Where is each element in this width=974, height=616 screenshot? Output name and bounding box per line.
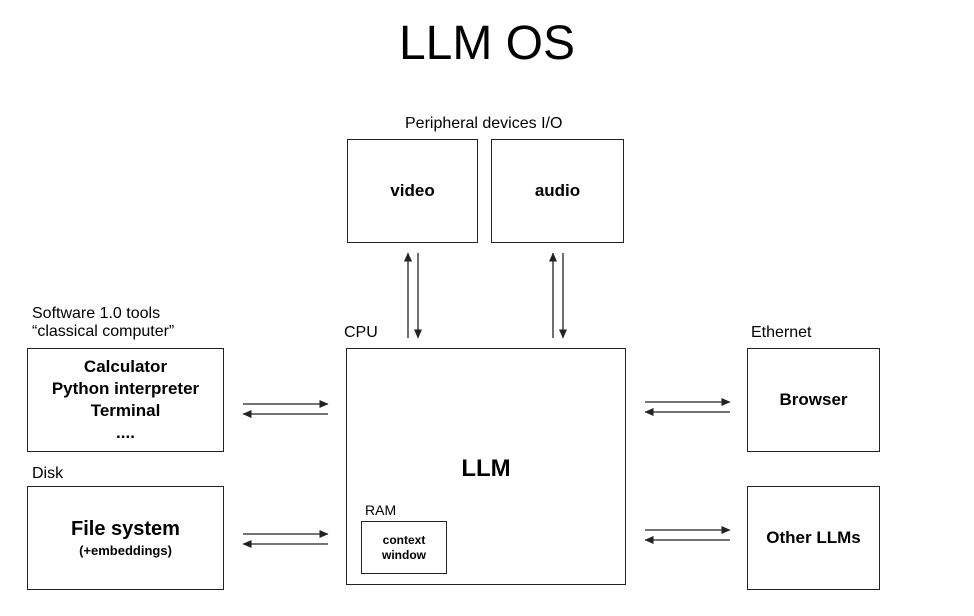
file-system-sublabel: (+embeddings) <box>79 543 172 558</box>
tool-terminal: Terminal <box>90 401 161 420</box>
other-llms-box-label: Other LLMs <box>766 528 861 547</box>
llm-cpu-box: LLM RAM context window <box>346 348 626 585</box>
browser-box-label: Browser <box>779 390 848 409</box>
ram-label: RAM <box>365 502 397 518</box>
video-box: video <box>347 139 478 243</box>
context-window-line2: window <box>382 547 426 562</box>
video-box-label: video <box>390 181 435 200</box>
peripheral-devices-label: Peripheral devices I/O <box>405 115 563 132</box>
software-tools-box: Calculator Python interpreter Terminal .… <box>27 348 224 452</box>
tool-python-interpreter: Python interpreter <box>51 379 200 398</box>
audio-box-label: audio <box>534 181 581 200</box>
disk-label: Disk <box>32 465 64 482</box>
audio-box: audio <box>491 139 624 243</box>
cpu-label: CPU <box>344 324 378 341</box>
diagram-title: LLM OS <box>398 17 576 70</box>
other-llms-box: Other LLMs <box>747 486 880 590</box>
context-window-box: context window <box>361 521 447 574</box>
classical-computer-label: “classical computer” <box>32 323 175 340</box>
llm-label: LLM <box>461 455 511 482</box>
file-system-box: File system (+embeddings) <box>27 486 224 590</box>
context-window-line1: context <box>382 532 426 547</box>
software-tools-label: Software 1.0 tools <box>32 305 161 322</box>
file-system-label: File system <box>71 518 180 540</box>
browser-box: Browser <box>747 348 880 452</box>
tool-calculator: Calculator <box>83 357 168 376</box>
tool-ellipsis: .... <box>116 423 135 442</box>
ethernet-label: Ethernet <box>751 324 812 341</box>
